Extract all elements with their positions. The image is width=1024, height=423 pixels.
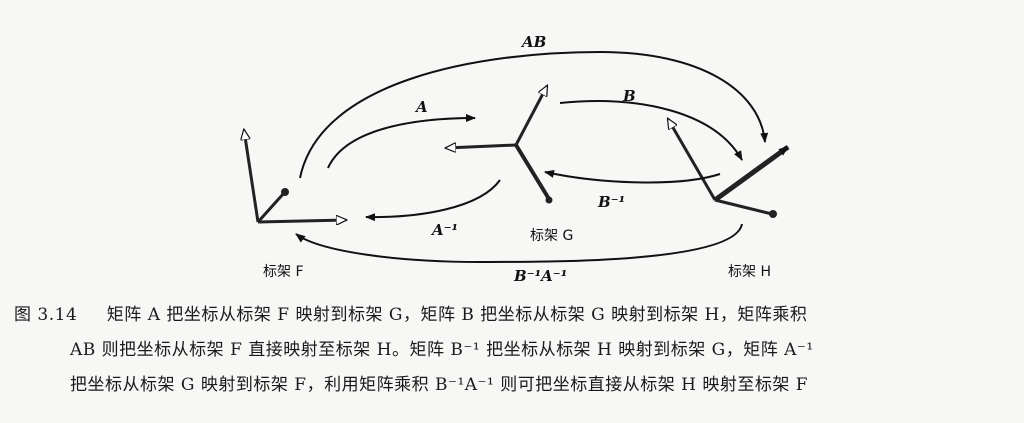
arrow-a-inv (365, 179, 501, 222)
label-b-inv: B⁻¹ (597, 193, 625, 211)
frame-mapping-diagram: AB A B B⁻¹ A⁻¹ B⁻¹A⁻¹ 标架 F 标架 G 标架 H (0, 33, 790, 285)
arrow-a (327, 114, 476, 169)
label-a-inv: A⁻¹ (430, 221, 458, 239)
caption-number: 图 3.14 (14, 305, 78, 325)
label-ab: AB (520, 33, 546, 51)
label-frame-f: 标架 F (263, 264, 304, 280)
caption-line-3: 把坐标从标架 G 映射到标架 F，利用矩阵乘积 B⁻¹A⁻¹ 则可把坐标直接从标… (70, 375, 809, 395)
arrow-b-inv (544, 170, 721, 184)
label-b: B (622, 87, 636, 105)
caption-line-1: 矩阵 A 把坐标从标架 F 映射到标架 G，矩阵 B 把坐标从标架 G 映射到标… (106, 305, 808, 325)
arrow-ab (299, 50, 769, 179)
arrow-b (559, 100, 743, 161)
frame-h (666, 119, 790, 218)
caption-line-2: AB 则把坐标从标架 F 直接映射至标架 H。矩阵 B⁻¹ 把坐标从标架 H 映… (70, 340, 814, 360)
label-b-inv-a-inv: B⁻¹A⁻¹ (513, 267, 567, 285)
figure-caption: 图 3.14 矩阵 A 把坐标从标架 F 映射到标架 G，矩阵 B 把坐标从标架… (14, 298, 1010, 403)
frame-g (446, 86, 553, 204)
frame-f (244, 130, 346, 222)
arrow-b-inv-a-inv (295, 223, 743, 264)
label-frame-g: 标架 G (530, 228, 573, 244)
label-a: A (414, 98, 428, 116)
label-frame-h: 标架 H (728, 264, 771, 280)
